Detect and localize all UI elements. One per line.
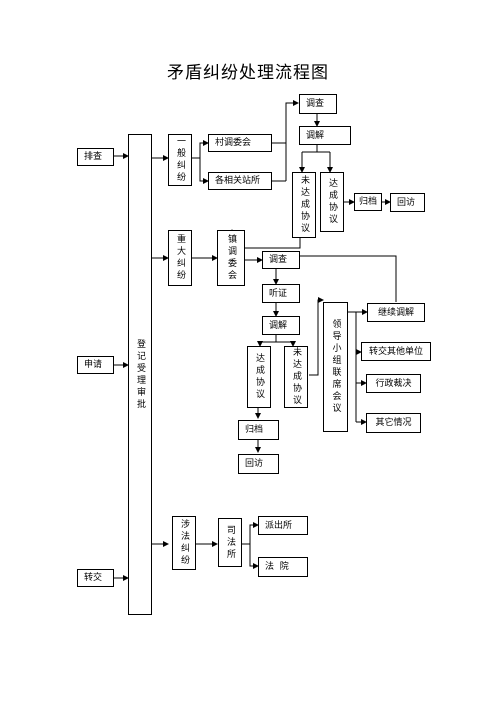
- general-reached-label: 达成协议: [327, 178, 337, 226]
- town-committee-label: 镇调委会: [226, 234, 236, 282]
- major-not-reached-label: 未达成协议: [291, 347, 301, 407]
- court-label: 法 院: [265, 562, 289, 572]
- major-reached[interactable]: 达成协议: [247, 346, 271, 408]
- village-committee-label: 村调委会: [215, 138, 252, 148]
- major-reached-label: 达成协议: [254, 353, 264, 401]
- major-category[interactable]: 重大纠纷: [168, 230, 192, 286]
- major-not-reached[interactable]: 未达成协议: [284, 346, 308, 408]
- general-mediate-label: 调解: [306, 130, 325, 141]
- general-revisit-label: 回访: [397, 197, 416, 208]
- general-investigate-label: 调查: [306, 99, 325, 109]
- major-archive[interactable]: 归档: [238, 420, 279, 440]
- related-stations-label: 各相关站所: [215, 176, 261, 186]
- major-hearing-label: 听证: [269, 288, 288, 299]
- town-committee[interactable]: 镇调委会: [217, 230, 245, 286]
- registry-label: 登记受理审批: [135, 338, 145, 411]
- major-mediate[interactable]: 调解: [262, 316, 300, 335]
- major-hearing[interactable]: 听证: [262, 284, 300, 303]
- general-reached[interactable]: 达成协议: [320, 172, 344, 232]
- admin-ruling-label: 行政裁决: [375, 378, 412, 389]
- continue-mediation[interactable]: 继续调解: [367, 303, 425, 322]
- village-committee[interactable]: 村调委会: [208, 134, 272, 152]
- source-shenqing-label: 申请: [84, 360, 103, 370]
- transfer-other-unit[interactable]: 转交其他单位: [361, 342, 431, 361]
- page-title: 矛盾纠纷处理流程图: [167, 63, 329, 83]
- general-category-label: 一般纠纷: [175, 136, 185, 184]
- general-investigate[interactable]: 调查: [299, 94, 337, 114]
- court[interactable]: 法 院: [258, 557, 308, 577]
- major-investigate-label: 调查: [269, 255, 288, 265]
- general-revisit[interactable]: 回访: [390, 193, 425, 212]
- transfer-other-unit-label: 转交其他单位: [368, 346, 423, 357]
- source-paicha[interactable]: 排查: [77, 148, 114, 166]
- source-paicha-label: 排查: [84, 152, 103, 162]
- other-situation-label: 其它情况: [375, 418, 412, 428]
- general-archive[interactable]: 归档: [354, 193, 382, 211]
- continue-mediation-label: 继续调解: [377, 307, 414, 318]
- other-situation[interactable]: 其它情况: [366, 413, 421, 433]
- major-revisit[interactable]: 回访: [238, 454, 279, 474]
- major-archive-label: 归档: [245, 425, 264, 435]
- general-not-reached[interactable]: 未达成协议: [292, 172, 316, 238]
- leadership-meeting[interactable]: 领导小组联席会议: [323, 302, 348, 432]
- admin-ruling[interactable]: 行政裁决: [366, 374, 421, 393]
- police-station[interactable]: 派出所: [258, 516, 308, 535]
- legal-category-label: 涉法纠纷: [179, 519, 189, 567]
- source-zhuanjiao[interactable]: 转交: [77, 569, 114, 587]
- source-zhuanjiao-label: 转交: [84, 573, 103, 583]
- general-archive-label: 归档: [359, 197, 378, 207]
- general-not-reached-label: 未达成协议: [299, 175, 309, 235]
- general-category[interactable]: 一般纠纷: [168, 134, 192, 186]
- leadership-meeting-label: 领导小组联席会议: [330, 319, 341, 415]
- major-revisit-label: 回访: [245, 459, 264, 469]
- registry-box[interactable]: 登记受理审批: [128, 134, 152, 615]
- source-shenqing[interactable]: 申请: [77, 356, 114, 374]
- legal-category[interactable]: 涉法纠纷: [172, 516, 196, 570]
- judicial-office-label: 司法所: [225, 524, 235, 561]
- police-station-label: 派出所: [265, 520, 293, 531]
- general-mediate[interactable]: 调解: [299, 126, 351, 145]
- major-investigate[interactable]: 调查: [262, 251, 300, 269]
- major-category-label: 重大纠纷: [175, 234, 185, 282]
- judicial-office[interactable]: 司法所: [218, 518, 242, 567]
- related-stations[interactable]: 各相关站所: [208, 172, 272, 190]
- major-mediate-label: 调解: [269, 320, 288, 331]
